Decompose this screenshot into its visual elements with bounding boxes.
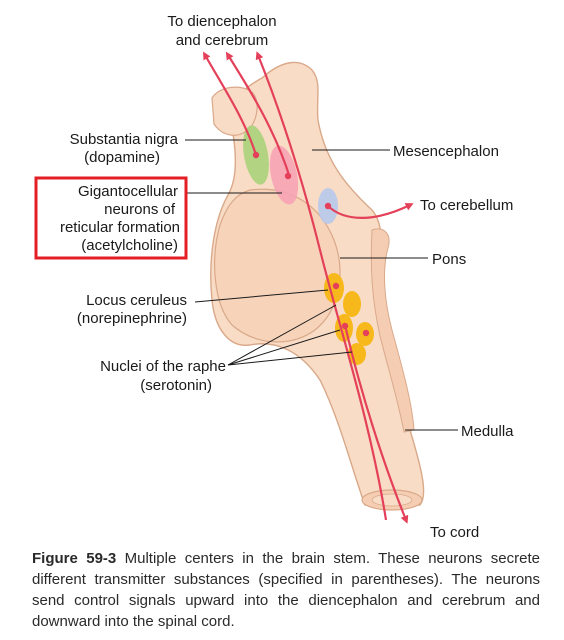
- label-top-2: and cerebrum: [176, 32, 269, 49]
- label-medulla: Medulla: [461, 423, 514, 440]
- brainstem-diagram: To diencephalon and cerebrum Substantia …: [34, 13, 514, 541]
- label-dopamine: (dopamine): [84, 149, 160, 166]
- label-pons: Pons: [432, 251, 466, 268]
- pathway-cerebellum: [327, 203, 414, 219]
- gigantocellular-nucleus: [269, 145, 299, 205]
- label-gigantocellular: Gigantocellular: [78, 183, 178, 200]
- label-to-cerebellum: To cerebellum: [420, 197, 513, 214]
- pathway-up-2: [225, 51, 292, 179]
- leader-lines: [185, 139, 458, 431]
- pathway-origin-dots: [252, 151, 370, 337]
- pathway-up-1: [203, 51, 258, 156]
- label-nuclei-of-raphe: Nuclei of the raphe: [100, 358, 226, 375]
- medulla-cut-inner: [371, 493, 413, 507]
- label-norepinephrine: (norepinephrine): [77, 310, 187, 327]
- pons-shape: [214, 188, 341, 343]
- gigantocellular-highlight-box: [34, 176, 188, 260]
- label-top-1: To diencephalon: [167, 13, 276, 30]
- label-neurons-of: neurons of: [104, 201, 176, 218]
- figure-caption: Figure 59-3 Multiple centers in the brai…: [32, 548, 540, 632]
- pathway-up-3: [255, 51, 388, 521]
- pathways: [203, 51, 414, 524]
- brainstem-outline: [210, 61, 425, 511]
- locus-ceruleus-nucleus-2: [343, 291, 361, 317]
- label-acetylcholine: (acetylcholine): [81, 237, 178, 254]
- upper-stub: [211, 86, 258, 136]
- label-serotonin: (serotonin): [140, 377, 212, 394]
- cerebellar-ridge: [370, 228, 415, 433]
- label-to-cord: To cord: [430, 524, 479, 541]
- label-substantia-nigra: Substantia nigra: [70, 131, 179, 148]
- label-mesencephalon: Mesencephalon: [393, 143, 499, 160]
- figure-number: Figure 59-3: [32, 550, 117, 567]
- label-locus-ceruleus: Locus ceruleus: [86, 292, 187, 309]
- pathway-down-cord: [343, 324, 409, 524]
- caption-text: Multiple centers in the brain stem. Thes…: [32, 550, 540, 630]
- label-reticular-formation: reticular formation: [60, 219, 180, 236]
